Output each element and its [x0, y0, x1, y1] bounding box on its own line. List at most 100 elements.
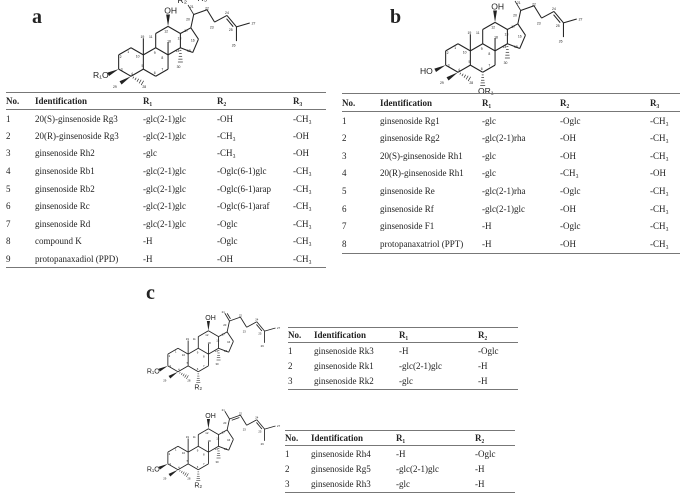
- atom-number: 2: [447, 51, 449, 55]
- bond: [256, 419, 265, 430]
- c6-substituent-label: R₂: [194, 385, 202, 392]
- bond: [177, 365, 189, 373]
- bond: [517, 10, 522, 24]
- table-cell: -glc(2-1)glc: [143, 183, 186, 194]
- table-cell: ginsenoside Re: [380, 186, 435, 197]
- wedge-bond: [446, 72, 458, 81]
- column-header: Identification: [35, 92, 143, 110]
- atom-number: 2: [169, 354, 171, 358]
- table-cell: -CH₃: [293, 113, 312, 124]
- atom-number: 18: [208, 439, 212, 443]
- bond: [226, 429, 234, 440]
- hashed-bond: [138, 79, 142, 84]
- bond: [187, 347, 199, 355]
- atom-number: 15: [224, 349, 228, 353]
- bond: [482, 64, 496, 73]
- atom-number: 19: [141, 35, 145, 39]
- table-cell: ginsenoside Rh2: [35, 148, 95, 159]
- atom-number: 13: [505, 33, 509, 37]
- table-cell: ginsenoside Rb2: [35, 183, 95, 194]
- bond: [264, 327, 276, 332]
- bond: [218, 429, 228, 435]
- wedge-bond: [168, 469, 178, 477]
- c12-hydroxyl-label: OH: [205, 413, 216, 420]
- table-cell: ginsenoside Rg2: [380, 133, 440, 144]
- atom-number: 20: [186, 18, 190, 22]
- atom-number: 9: [197, 448, 199, 452]
- atom-number: 14: [215, 349, 219, 353]
- table-cell: -CH₃: [293, 183, 312, 194]
- atom-number: 18: [208, 341, 212, 345]
- table-cell: -OH: [560, 203, 576, 214]
- table-cell: -glc(2-1)glc: [143, 130, 186, 141]
- bond: [167, 463, 179, 471]
- bond: [167, 365, 179, 373]
- table-cell: -glc(2-1)glc: [143, 113, 186, 124]
- table-cell: -CH₃: [293, 236, 312, 247]
- table-cell: -CH₃: [650, 235, 680, 254]
- bond: [167, 47, 181, 56]
- atom-number: 19: [186, 435, 190, 439]
- hashed-bond: [179, 469, 181, 472]
- atom-number: 25: [229, 28, 233, 32]
- table-cell: -Oglc: [560, 115, 581, 126]
- column-header: Identification: [311, 430, 396, 446]
- double-bond: [226, 18, 234, 27]
- bond: [190, 14, 195, 28]
- atom-number: 20: [223, 323, 227, 327]
- table-cell: -OH: [560, 235, 650, 254]
- column-header: R₁: [396, 430, 475, 446]
- table-cell: -CH₃: [560, 168, 579, 179]
- panel-label-b: b: [390, 6, 402, 28]
- bond: [240, 414, 248, 426]
- wedge-bond: [158, 463, 168, 470]
- table-cell: -glc(2-1)glc: [143, 166, 186, 177]
- table-cell: ginsenoside Rf: [380, 203, 434, 214]
- atom-number: 20: [513, 14, 517, 18]
- bond: [190, 27, 199, 40]
- bond: [118, 68, 132, 77]
- atom-number: 18: [167, 40, 171, 44]
- bond: [214, 14, 228, 23]
- bond: [193, 9, 208, 15]
- table-cell: 8: [342, 235, 380, 254]
- c6-substituent-label: OR₁: [478, 86, 494, 96]
- table-cell: -OH: [217, 113, 233, 124]
- bond: [482, 43, 496, 52]
- table-cell: 7: [6, 218, 11, 229]
- hashed-bond: [459, 72, 462, 75]
- atom-number: 13: [216, 339, 220, 343]
- column-header: R₂: [475, 430, 515, 446]
- atom-number: 28: [187, 476, 191, 480]
- atom-number: 22: [239, 314, 243, 318]
- bond: [520, 5, 535, 11]
- table-cell: -glc(2-1)rha: [482, 186, 526, 197]
- bond: [246, 321, 257, 328]
- bond: [541, 10, 555, 19]
- wedge-bond: [107, 69, 119, 77]
- bond: [180, 47, 193, 53]
- atom-number: 26: [261, 442, 265, 446]
- atom-number: 20: [223, 421, 227, 425]
- atom-number: 23: [210, 25, 214, 29]
- atom-number: 18: [494, 36, 498, 40]
- table-cell: 1: [342, 115, 347, 126]
- table-cell: 4: [342, 168, 347, 179]
- table-cell: -H: [475, 463, 485, 474]
- table-cell: ginsenoside Rh4: [311, 448, 371, 459]
- atom-number: 21: [190, 5, 194, 9]
- table-cell: -Oglc: [475, 448, 496, 459]
- atom-number: 22: [239, 412, 243, 416]
- bond: [218, 347, 229, 353]
- atom-number: 25: [556, 24, 560, 28]
- bond: [553, 11, 564, 24]
- atom-number: 30: [215, 460, 219, 464]
- atom-number: 10: [463, 50, 467, 54]
